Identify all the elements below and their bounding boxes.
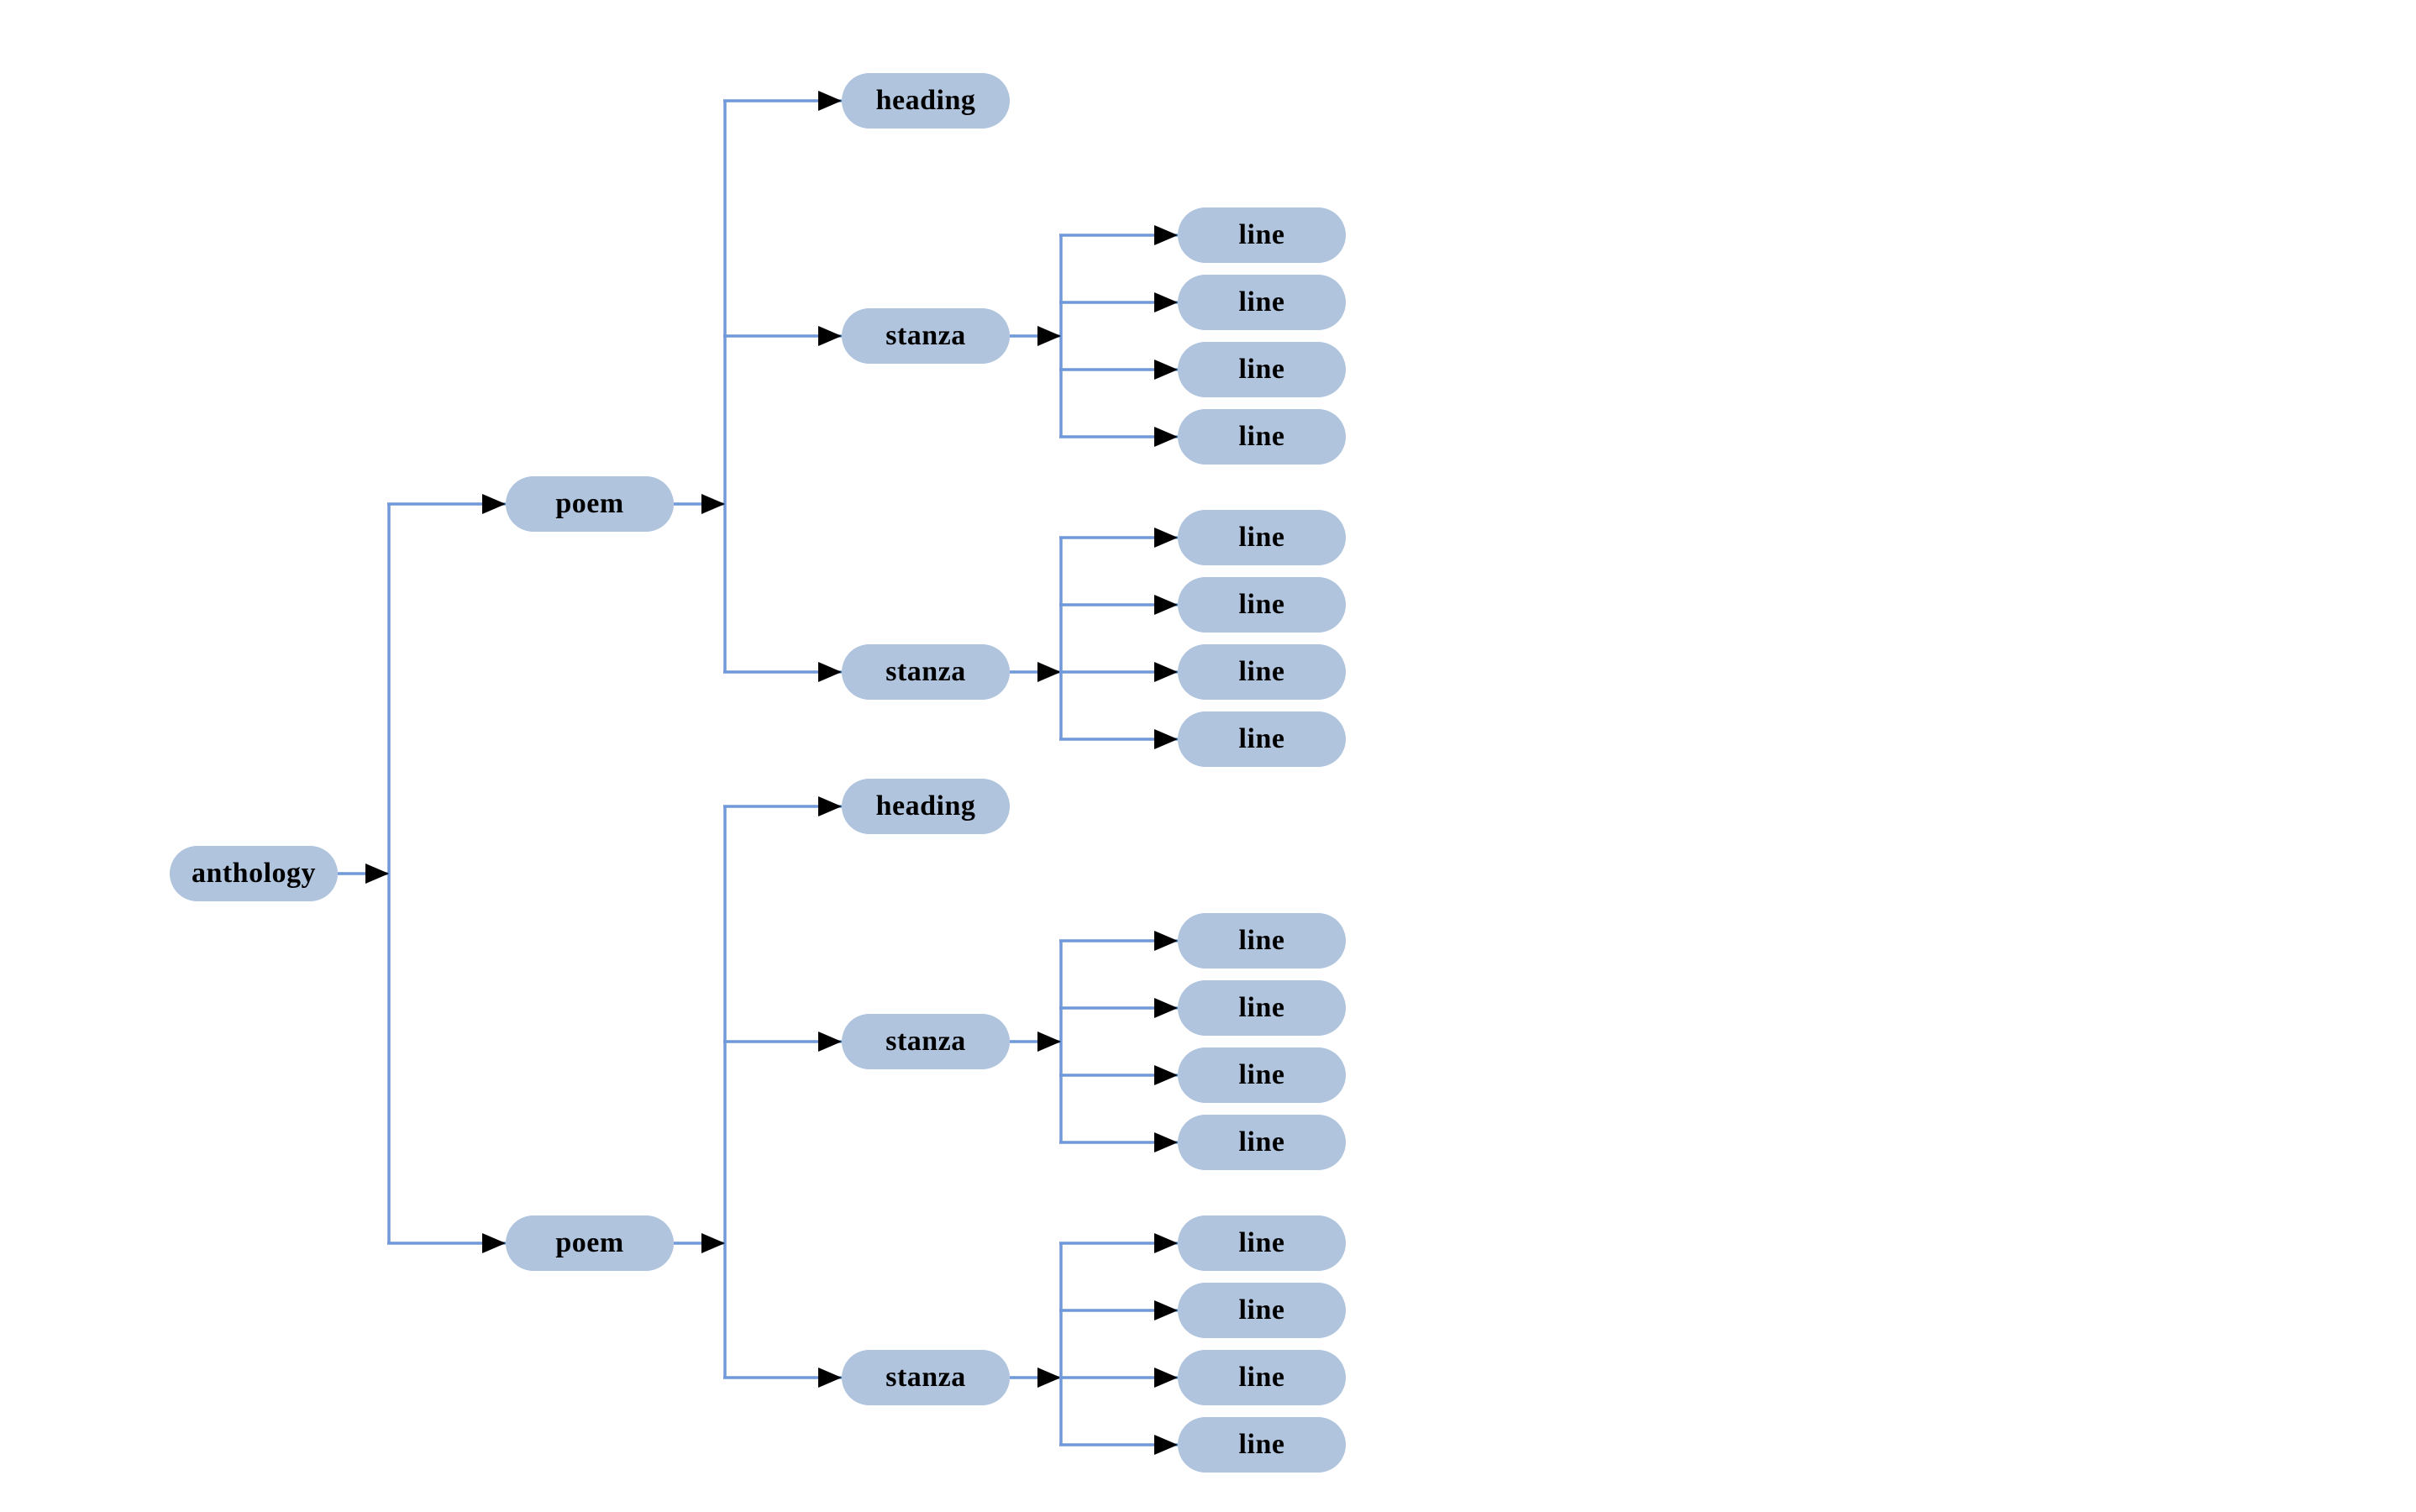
node-line: line <box>1178 913 1346 969</box>
node-line: line <box>1178 342 1346 397</box>
node-poem: poem <box>506 476 674 532</box>
node-line: line <box>1178 1283 1346 1338</box>
node-line: line <box>1178 1417 1346 1473</box>
node-line: line <box>1178 1047 1346 1103</box>
node-line: line <box>1178 1115 1346 1170</box>
node-poem: poem <box>506 1215 674 1271</box>
node-heading: heading <box>842 73 1010 129</box>
node-line: line <box>1178 980 1346 1036</box>
node-line: line <box>1178 1215 1346 1271</box>
node-stanza: stanza <box>842 1014 1010 1069</box>
node-line: line <box>1178 1350 1346 1405</box>
node-heading: heading <box>842 779 1010 834</box>
bus-to-child-arrows <box>387 91 1178 1455</box>
node-stanza: stanza <box>842 1350 1010 1405</box>
node-line: line <box>1178 577 1346 633</box>
node-line: line <box>1178 409 1346 465</box>
node-line: line <box>1178 275 1346 330</box>
node-line: line <box>1178 644 1346 700</box>
node-line: line <box>1178 510 1346 565</box>
parent-to-bus-arrows <box>338 326 1061 1388</box>
node-stanza: stanza <box>842 308 1010 364</box>
node-line: line <box>1178 711 1346 767</box>
node-stanza: stanza <box>842 644 1010 700</box>
node-line: line <box>1178 207 1346 263</box>
node-anthology: anthology <box>170 846 338 901</box>
